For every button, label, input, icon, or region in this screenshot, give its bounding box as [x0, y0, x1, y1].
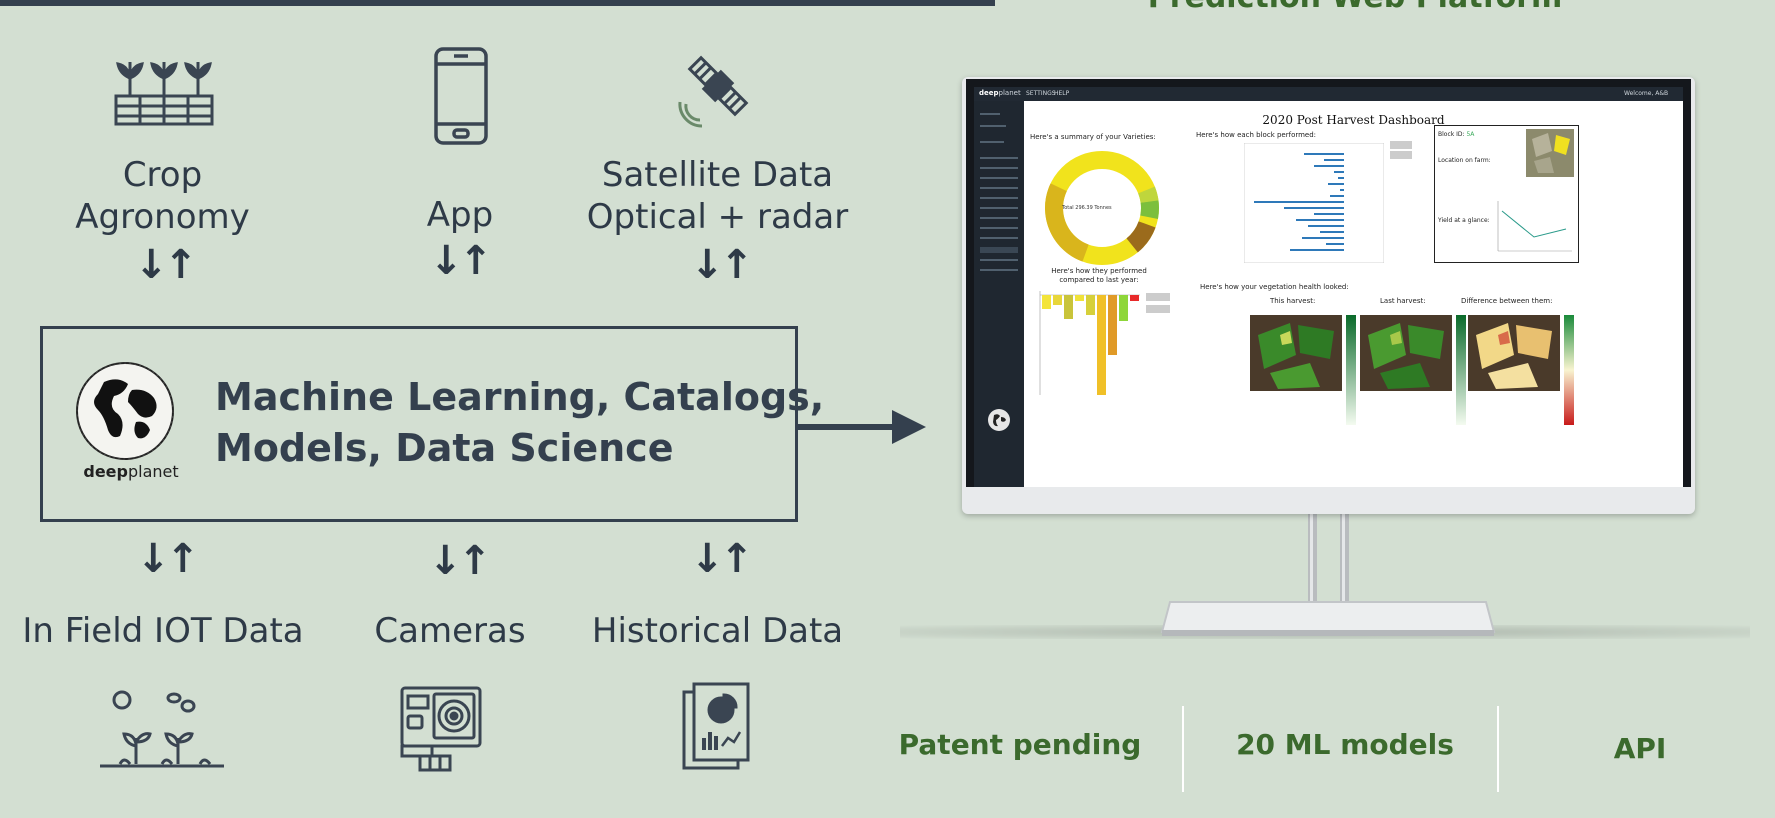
block-performance-chart: [1244, 143, 1384, 263]
dashboard-brand: deepplanet: [979, 89, 1021, 97]
block-id-value: 5A: [1466, 131, 1475, 138]
block-detail-panel: [1434, 125, 1579, 263]
cameras-label: Cameras: [374, 611, 526, 651]
core-line1: Machine Learning, Catalogs,: [215, 375, 825, 419]
crop-bidirectional-arrows: ↓↑: [134, 242, 197, 288]
field-sensor-icon: [100, 688, 224, 772]
donut-total-label: Total 296.39 Tonnes: [1062, 205, 1112, 211]
last-harvest-map: [1360, 315, 1452, 391]
monitor-stand-neck: [1302, 514, 1356, 614]
globe-logo-icon: [74, 360, 176, 466]
core-description: Machine Learning, Catalogs, Models, Data…: [215, 372, 824, 474]
core-line2: Models, Data Science: [215, 426, 674, 470]
difference-map: [1468, 315, 1560, 391]
this-harvest-map: [1250, 315, 1342, 391]
cameras-bidirectional-arrows: ↓↑: [428, 538, 491, 584]
crop-label-line2: Agronomy: [75, 197, 250, 237]
arrow-right-icon: [892, 410, 926, 444]
dashboard-brand-regular: planet: [998, 89, 1021, 97]
iot-data-label: In Field IOT Data: [22, 611, 304, 651]
smartphone-icon: [432, 46, 490, 146]
feature-patent-pending: Patent pending: [898, 728, 1142, 761]
satellite-label-line2: Optical + radar: [586, 197, 849, 237]
top-bar: [0, 0, 995, 6]
toggle-button-a[interactable]: [1390, 141, 1412, 149]
dashboard-sidebar: [974, 101, 1024, 487]
app-label: App: [426, 195, 494, 235]
varieties-donut-chart: [1045, 151, 1159, 265]
yield-line-chart: [1497, 201, 1572, 252]
toggle-button-b[interactable]: [1390, 151, 1412, 159]
camera-icon: [398, 684, 484, 774]
satellite-data-label: Satellite Data Optical + radar: [585, 154, 850, 238]
monitor-stand-base: [1158, 596, 1498, 640]
difference-colorbar: [1564, 315, 1574, 425]
feature-api: API: [1613, 732, 1667, 765]
iot-bidirectional-arrows: ↓↑: [136, 536, 199, 582]
location-label: Location on farm:: [1438, 157, 1491, 164]
satellite-bidirectional-arrows: ↓↑: [690, 242, 753, 288]
feature-divider-1: [1182, 706, 1184, 792]
yield-label: Yield at a glance:: [1438, 217, 1490, 224]
farm-map-thumbnail: [1526, 129, 1574, 177]
last-year-bar-chart: [1039, 291, 1140, 395]
vegetation-caption: Here's how your vegetation health looked…: [1200, 283, 1349, 291]
block-id-label: Block ID: 5A: [1438, 131, 1474, 138]
satellite-label-line1: Satellite Data: [601, 155, 834, 195]
logo-regular: planet: [127, 462, 179, 481]
crop-plants-icon: [110, 50, 218, 128]
dashboard-title: 2020 Post Harvest Dashboard: [1262, 113, 1445, 127]
core-platform-box: [40, 326, 798, 522]
historical-data-label: Historical Data: [591, 611, 844, 651]
crop-agronomy-label: Crop Agronomy: [60, 154, 265, 238]
report-documents-icon: [680, 680, 752, 772]
connector-line: [798, 424, 898, 430]
last-harvest-label: Last harvest:: [1380, 297, 1426, 305]
feature-divider-2: [1497, 706, 1499, 792]
dashboard-navbar: deepplanet SETTINGS HELP Welcome, A&B: [974, 87, 1683, 101]
crop-label-line1: Crop: [122, 155, 203, 195]
block-id-label-text: Block ID:: [1438, 131, 1465, 138]
block-caption: Here's how each block performed:: [1196, 131, 1317, 139]
varieties-caption: Here's a summary of your Varieties:: [1030, 133, 1156, 141]
nav-settings[interactable]: SETTINGS: [1026, 90, 1056, 97]
app-bidirectional-arrows: ↓↑: [429, 238, 492, 284]
nav-help[interactable]: HELP: [1054, 90, 1070, 97]
nav-welcome: Welcome, A&B: [1624, 90, 1669, 97]
dashboard-screen: deepplanet SETTINGS HELP Welcome, A&B 20…: [974, 87, 1683, 487]
toggle-button-c[interactable]: [1146, 293, 1170, 301]
satellite-icon: [676, 44, 760, 128]
deepplanet-logo-wordmark: deepplanet: [70, 462, 192, 481]
this-harvest-colorbar: [1346, 315, 1356, 425]
this-harvest-label: This harvest:: [1270, 297, 1316, 305]
last-year-caption: Here's how they performed compared to la…: [1051, 267, 1147, 284]
logo-bold: deep: [83, 462, 128, 481]
dashboard-brand-bold: deep: [979, 89, 999, 97]
toggle-button-d[interactable]: [1146, 305, 1170, 313]
feature-ml-models: 20 ML models: [1236, 728, 1454, 761]
historical-bidirectional-arrows: ↓↑: [690, 536, 753, 582]
last-harvest-colorbar: [1456, 315, 1466, 425]
platform-title: Prediction Web Platform: [1005, 0, 1705, 15]
difference-label: Difference between them:: [1461, 297, 1553, 305]
